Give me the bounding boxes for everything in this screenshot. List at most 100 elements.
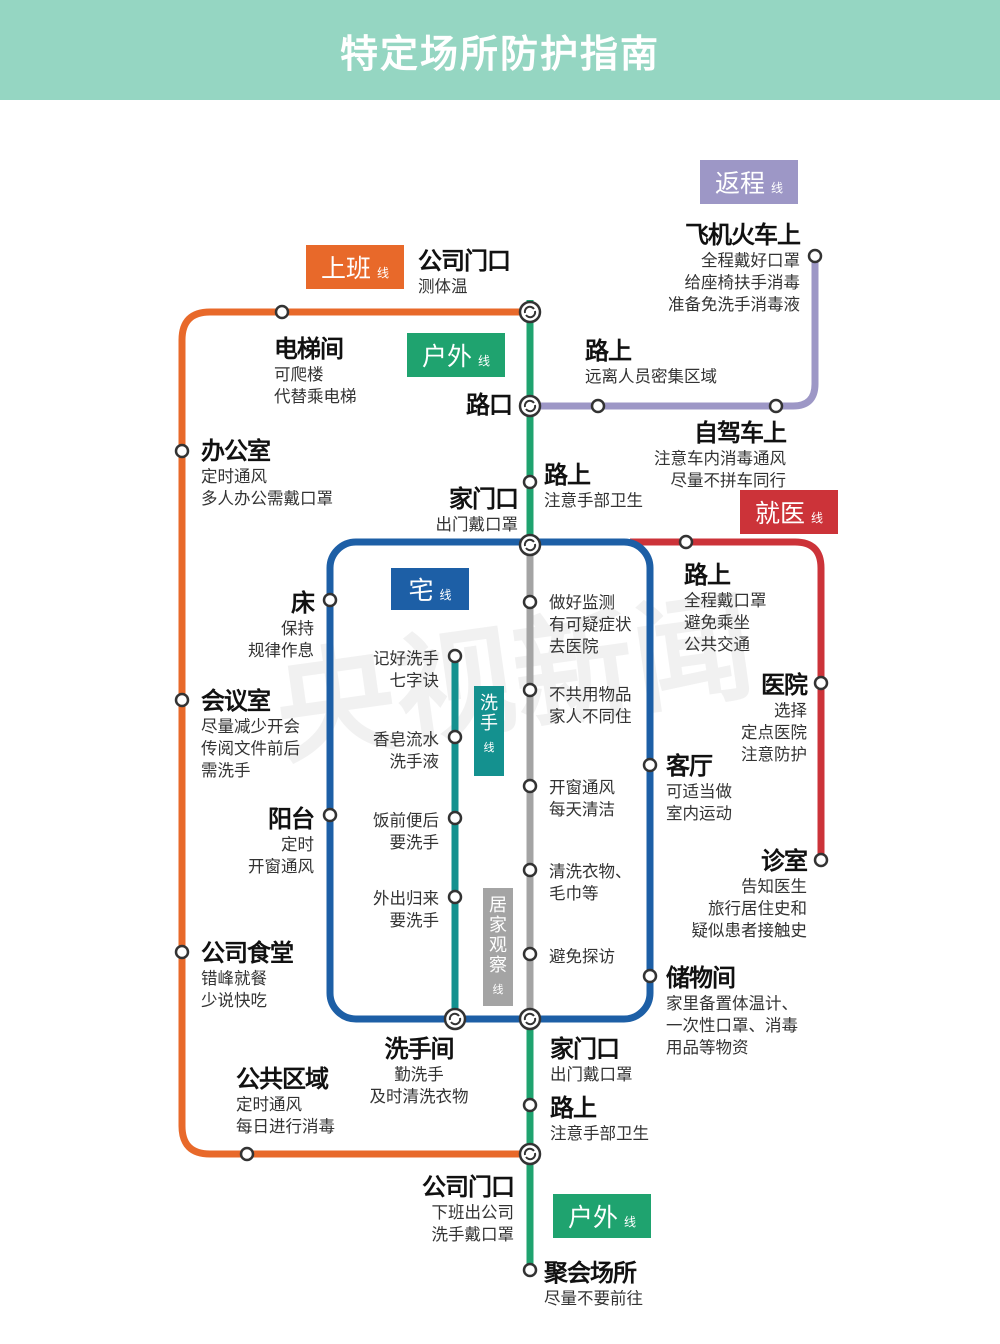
station-dot [522,682,538,698]
station-title: 公司食堂 [201,939,294,967]
station-note: 注意手部卫生 [550,1123,649,1143]
station-note: 避免乘坐 [684,612,750,632]
station-road-hands-top: 路上注意手部卫生 [544,461,643,512]
outdoor-line-badge: 户外线 [407,333,505,377]
station-note: 定时通风 [236,1094,302,1114]
station-note: 一次性口罩、消毒 [666,1015,798,1035]
station-title: 路上 [585,337,632,365]
station-dot [174,944,190,960]
stop-note: 避免探访 [549,947,615,966]
station-note: 勤洗手 [394,1064,444,1084]
stop-note: 有可疑症状 [549,615,632,634]
station-dot [239,1146,255,1162]
handwash-stop: 记好洗手七字诀 [373,648,439,692]
station-title: 路上 [544,461,591,489]
station-note: 洗手戴口罩 [431,1224,515,1244]
medical-line-badge: 就医线 [740,490,838,534]
station-note: 注意车内消毒通风 [654,448,786,468]
station-dot [522,778,538,794]
station-note: 每日进行消毒 [236,1116,335,1136]
home-line [326,538,654,1023]
station-title: 路口 [466,391,513,419]
stop-note: 七字诀 [389,671,440,690]
station-note: 及时清洗衣物 [369,1086,469,1106]
transfer-station-icon [518,300,542,324]
medical-line [630,538,825,860]
observe-stop: 避免探访 [549,946,615,968]
station-note: 传阅文件前后 [201,738,300,758]
station-self-drive: 自驾车上注意车内消毒通风尽量不拼车同行 [654,419,787,492]
station-living: 客厅可适当做室内运动 [666,752,732,825]
station-note: 开窗通风 [248,856,314,876]
station-dot [522,946,538,962]
station-title: 医院 [761,671,808,699]
stop-note: 不共用物品 [549,685,632,704]
station-hospital: 医院选择定点医院注意防护 [741,671,808,766]
station-note: 测体温 [418,276,468,296]
station-washroom: 洗手间勤洗手及时清洗衣物 [368,1035,470,1108]
stop-note: 清洗衣物、 [549,862,632,881]
station-note: 注意防护 [741,744,807,764]
stop-note: 外出归来 [373,889,439,908]
station-dot [522,474,538,490]
work-line [178,308,530,1158]
station-note: 家里备置体温计、 [666,993,798,1013]
stop-note: 家人不同住 [549,707,632,726]
station-road-far: 路上远离人员密集区域 [585,337,717,388]
handwash-stop: 饭前便后要洗手 [373,810,439,854]
station-note: 室内运动 [666,803,732,823]
station-dot [678,534,694,550]
station-canteen: 公司食堂错峰就餐少说快吃 [201,939,294,1012]
station-title: 床 [291,589,315,617]
station-note: 少说快吃 [201,990,267,1010]
transfer-station-icon [518,394,542,418]
station-title: 电梯间 [274,335,344,363]
station-note: 下班出公司 [431,1202,515,1222]
stop-note: 洗手液 [389,752,440,771]
station-title: 自驾车上 [694,419,787,447]
station-title: 飞机火车上 [685,221,801,249]
home-line-badge: 宅线 [391,568,469,610]
station-dot [813,852,829,868]
station-note: 选择 [774,700,807,720]
station-title: 会议室 [201,687,271,715]
station-clinic: 诊室告知医生旅行居住史和疑似患者接触史 [692,847,808,942]
station-gathering: 聚会场所尽量不要前往 [544,1259,643,1310]
station-balcony: 阳台定时开窗通风 [248,805,315,878]
station-note: 旅行居住史和 [708,898,807,918]
station-title: 路上 [550,1094,597,1122]
station-dot [274,304,290,320]
station-note: 错峰就餐 [201,968,267,988]
station-note: 公共交通 [684,634,750,654]
station-title: 诊室 [761,847,808,875]
station-note: 规律作息 [248,640,314,660]
station-dot [768,398,784,414]
station-note: 尽量减少开会 [201,716,300,736]
station-note: 用品等物资 [666,1037,749,1057]
station-note: 可适当做 [666,781,732,801]
transfer-station-icon [518,1142,542,1166]
station-title: 办公室 [201,437,271,465]
station-note: 全程戴口罩 [684,590,767,610]
station-note: 多人办公需戴口罩 [201,488,333,508]
work-line-badge: 上班线 [306,245,404,289]
observe-stop: 开窗通风每天清洁 [549,777,615,821]
station-dot [813,675,829,691]
station-dot [174,443,190,459]
station-note: 全程戴好口罩 [701,250,800,270]
observe-line-badge: 居家观察线 [483,888,513,1006]
station-company-gate-top: 公司门口测体温 [418,247,511,298]
transfer-station-icon [518,533,542,557]
station-title: 路上 [684,561,731,589]
station-dot [447,889,463,905]
station-note: 尽量不拼车同行 [670,470,787,490]
station-title: 公司门口 [418,247,511,275]
station-dot [447,810,463,826]
station-note: 代替乘电梯 [274,386,357,406]
stop-note: 毛巾等 [549,884,599,903]
station-note: 可爬楼 [274,364,324,384]
station-bed: 床保持规律作息 [248,589,315,662]
station-note: 准备免洗手消毒液 [668,294,800,314]
observe-stop: 做好监测有可疑症状去医院 [549,592,632,658]
